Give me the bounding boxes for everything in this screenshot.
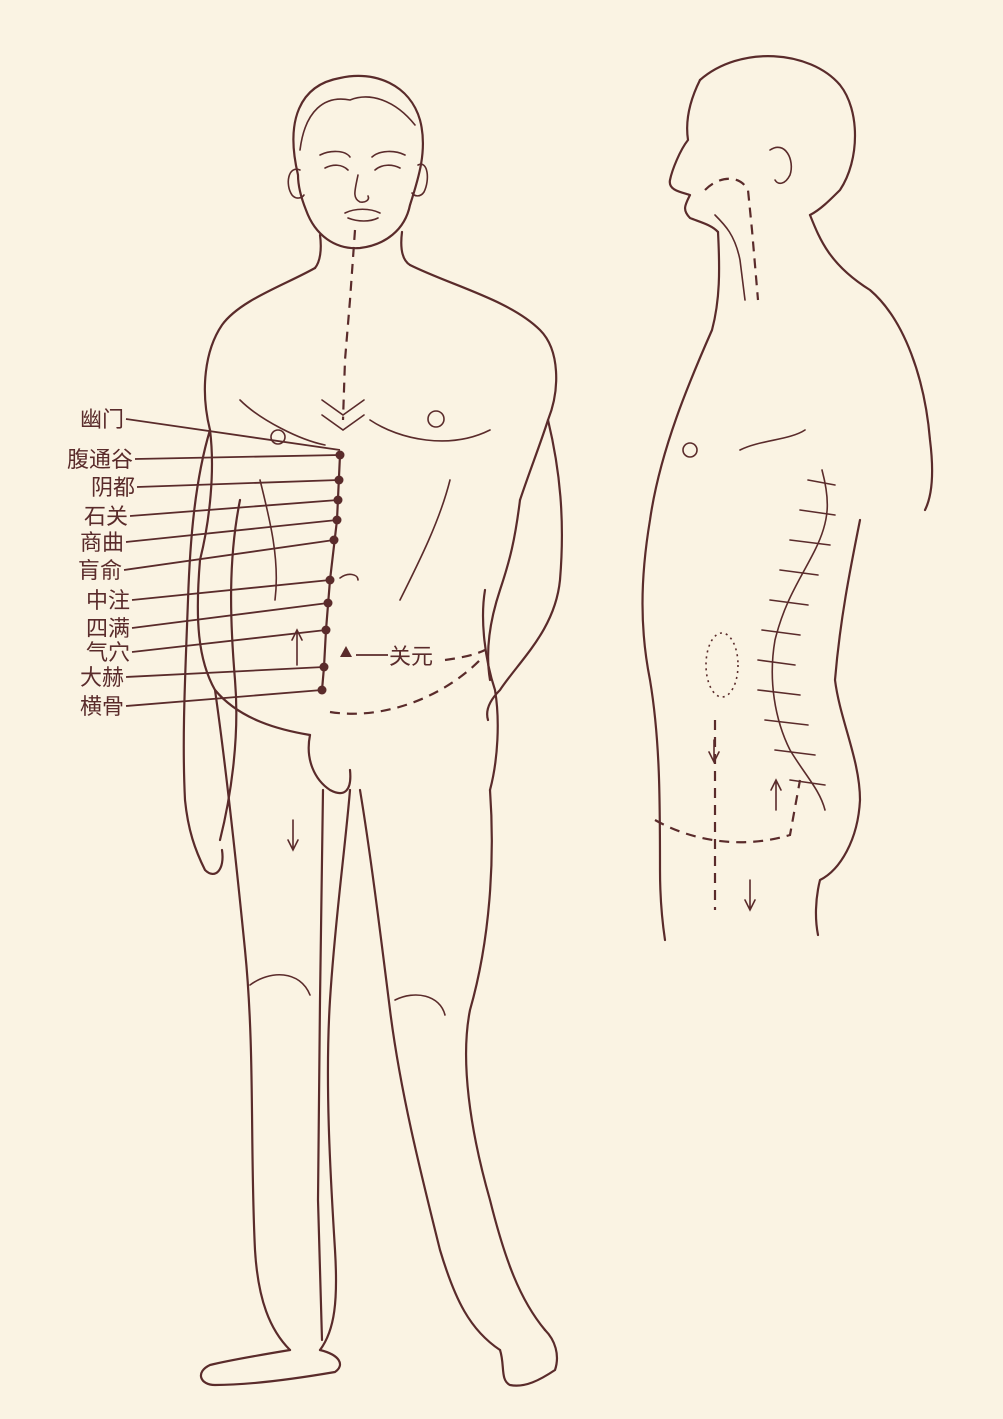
acupoint-label: 石关 (84, 505, 128, 530)
acupoint-dot-icon (333, 495, 343, 505)
acupoint-dot-icon (335, 450, 345, 460)
acupoint-label: 气穴 (86, 641, 130, 666)
acupoint-label: 肓俞 (78, 559, 122, 584)
acupoint-8: 四满 (86, 598, 333, 642)
leader-line (129, 499, 339, 517)
leader-extension-guanyuan (444, 649, 486, 662)
acupoint-2: 腹通谷 (67, 448, 345, 473)
acupoint-1: 幽门 (80, 408, 341, 451)
leader-line (134, 454, 341, 460)
leader-line (131, 579, 331, 601)
acupoint-10: 大赫 (80, 662, 329, 691)
acupoint-dot-icon (321, 625, 331, 635)
acupoint-label: 大赫 (80, 666, 124, 691)
leader-line (123, 539, 335, 571)
acupoint-4: 石关 (84, 495, 343, 530)
leader-line (125, 689, 323, 707)
acupoint-label: 中注 (86, 589, 130, 614)
side-figure (641, 55, 934, 942)
leader-line (131, 629, 327, 653)
acupoint-dot-icon (319, 662, 329, 672)
acupoint-label: 阴都 (91, 476, 135, 501)
acupoint-dot-icon (323, 598, 333, 608)
acupoint-dot-icon (317, 685, 327, 695)
front-figure (182, 74, 564, 1387)
acupoint-9: 气穴 (86, 625, 331, 666)
leader-line (131, 602, 329, 629)
acupoint-7: 中注 (86, 575, 335, 614)
acupoint-5: 商曲 (80, 515, 342, 556)
acupoint-dot-icon (334, 475, 344, 485)
point-guanyuan: 关元 (340, 645, 486, 670)
meridian-line-abdomen (320, 453, 342, 692)
leader-line (125, 666, 325, 678)
triangle-marker-icon (340, 646, 352, 657)
acupoint-label: 横骨 (80, 695, 124, 720)
acupoint-dot-icon (325, 575, 335, 585)
leader-line (125, 418, 341, 451)
label-guanyuan: 关元 (389, 645, 433, 670)
acupoint-3: 阴都 (91, 475, 344, 501)
acupoint-label: 商曲 (80, 531, 124, 556)
leader-line (125, 519, 338, 543)
acupoint-dot-icon (332, 515, 342, 525)
acupoint-11: 横骨 (80, 685, 327, 720)
acupoint-label: 幽门 (80, 408, 124, 433)
acupoint-label: 腹通谷 (67, 448, 133, 473)
acupoint-label: 四满 (86, 617, 130, 642)
spine (757, 469, 836, 811)
acupoint-dot-icon (329, 535, 339, 545)
leader-line (136, 479, 340, 488)
acupoint-6: 肓俞 (78, 535, 339, 584)
